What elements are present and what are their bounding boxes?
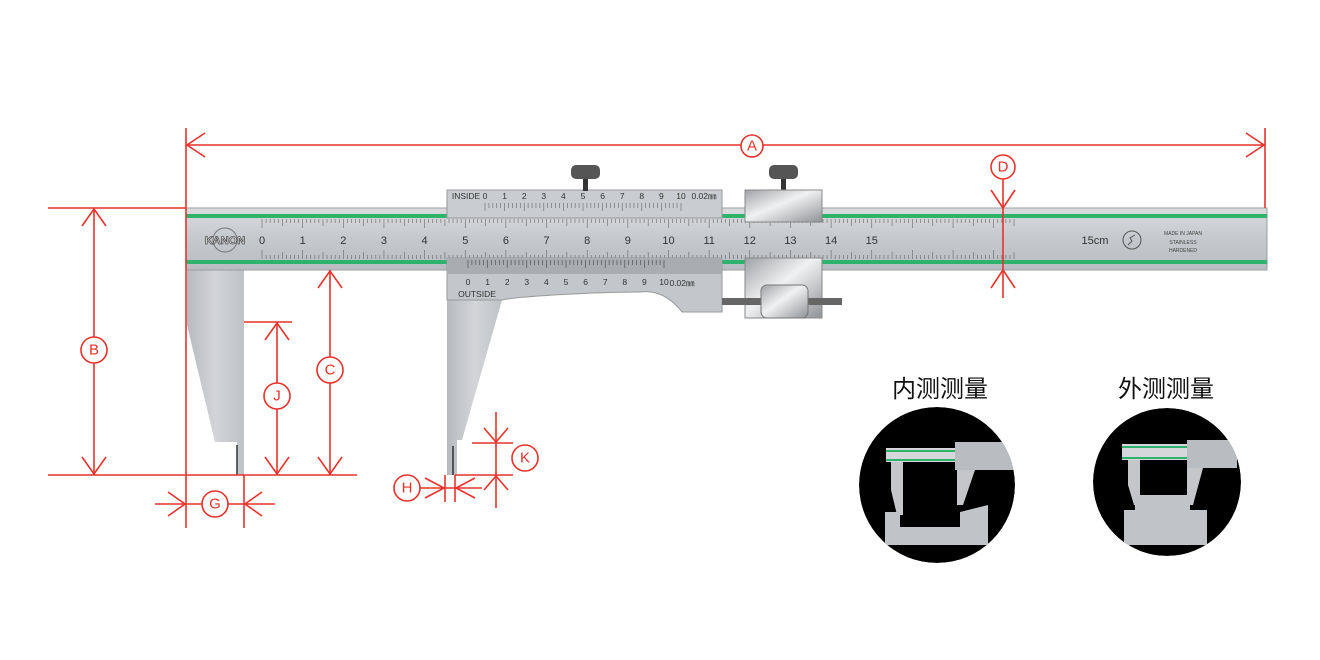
stainless-label: STAINLESS <box>1169 240 1197 246</box>
inside-vernier-number: 1 <box>502 191 507 201</box>
green-stripe-bottom <box>186 260 1267 264</box>
outside-vernier-number: 4 <box>544 277 549 287</box>
svg-text:J: J <box>273 388 281 405</box>
main-scale-number: 6 <box>503 235 509 247</box>
outside-vernier-number: 0 <box>466 277 471 287</box>
scale-unit: 15cm <box>1082 235 1109 247</box>
svg-text:A: A <box>747 138 757 155</box>
main-scale-number: 1 <box>300 235 306 247</box>
brand-logo: KANON <box>204 227 246 253</box>
outside-label: OUTSIDE <box>458 289 496 299</box>
inside-measurement-title: 内测测量 <box>892 375 988 403</box>
main-scale-number: 13 <box>784 235 796 247</box>
main-scale-number: 4 <box>422 235 428 247</box>
outside-vernier-number: 5 <box>564 277 569 287</box>
outside-vernier-number: 8 <box>622 277 627 287</box>
main-scale-number: 3 <box>381 235 387 247</box>
outside-vernier-ticks <box>467 260 665 268</box>
outside-vernier-number: 3 <box>524 277 529 287</box>
svg-text:KANON: KANON <box>205 235 245 247</box>
dimension-label-a: A <box>740 134 764 158</box>
main-scale-number: 0 <box>259 235 265 247</box>
dimension-label-d: D <box>990 154 1016 180</box>
outside-vernier-number: 10 <box>659 277 669 287</box>
inside-vernier-number: 2 <box>522 191 527 201</box>
outside-vernier-number: 9 <box>642 277 647 287</box>
outside-vernier-number: 6 <box>583 277 588 287</box>
main-scale-number: 5 <box>462 235 468 247</box>
inside-vernier-number: 10 <box>676 191 686 201</box>
inside-vernier-number: 9 <box>659 191 664 201</box>
main-scale-number: 11 <box>703 235 714 247</box>
main-scale-number: 14 <box>825 235 837 247</box>
inside-vernier-numbers: 0 1 2 3 4 5 6 7 8 9 10 <box>483 191 686 201</box>
made-in-label: MADE IN JAPAN <box>1164 231 1202 237</box>
outside-vernier-numbers: 0 1 2 3 4 5 6 7 8 9 10 <box>466 277 669 287</box>
svg-text:H: H <box>402 480 413 497</box>
inside-vernier-number: 5 <box>581 191 586 201</box>
main-scale-number: 7 <box>543 235 549 247</box>
main-scale-number: 10 <box>662 235 674 247</box>
dimension-label-g: G <box>201 490 229 518</box>
inside-vernier-number: 0 <box>483 191 488 201</box>
hardened-label: HARDENED <box>1169 248 1197 254</box>
green-stripe-top <box>186 214 1267 218</box>
svg-text:K: K <box>520 450 530 467</box>
svg-text:C: C <box>325 362 336 379</box>
inside-vernier-ticks <box>484 203 682 211</box>
outside-measurement-title: 外测测量 <box>1118 375 1214 403</box>
outside-vernier-number: 2 <box>505 277 510 287</box>
dimension-label-h: H <box>393 474 421 502</box>
fine-adjust-unit[interactable] <box>722 165 842 319</box>
main-scale-number: 8 <box>584 235 590 247</box>
inside-label: INSIDE <box>452 191 481 201</box>
svg-text:D: D <box>998 159 1009 176</box>
dimension-lines <box>48 128 1266 528</box>
dimension-label-b: B <box>80 336 108 364</box>
main-scale-number: 12 <box>744 235 756 247</box>
outside-vernier-number: 7 <box>603 277 608 287</box>
dimension-label-j: J <box>263 382 291 410</box>
inside-vernier-number: 4 <box>561 191 566 201</box>
outside-vernier-number: 1 <box>485 277 490 287</box>
outside-measurement-illustration <box>1093 408 1241 556</box>
moving-jaw <box>447 300 502 475</box>
inside-vernier-number: 3 <box>541 191 546 201</box>
fine-adjust-wheel[interactable] <box>760 284 809 319</box>
inside-vernier-number: 8 <box>639 191 644 201</box>
inside-vernier-number: 7 <box>620 191 625 201</box>
main-scale-number: 9 <box>625 235 631 247</box>
inside-resolution: 0.02㎜ <box>691 191 717 201</box>
svg-text:G: G <box>209 496 221 513</box>
fixed-jaw <box>187 268 244 475</box>
outside-resolution: 0.02㎜ <box>669 278 695 288</box>
dimension-label-k: K <box>511 444 539 472</box>
inside-measurement-illustration <box>859 407 1015 563</box>
main-scale-number: 2 <box>340 235 346 247</box>
slider-lock-screw[interactable] <box>571 165 600 191</box>
maker-mark-icon <box>1122 230 1142 250</box>
outside-vernier-scale <box>447 258 722 274</box>
dimension-label-c: C <box>316 356 344 384</box>
svg-text:B: B <box>89 342 99 359</box>
main-scale-number: 15 <box>866 235 878 247</box>
inside-vernier-number: 6 <box>600 191 605 201</box>
